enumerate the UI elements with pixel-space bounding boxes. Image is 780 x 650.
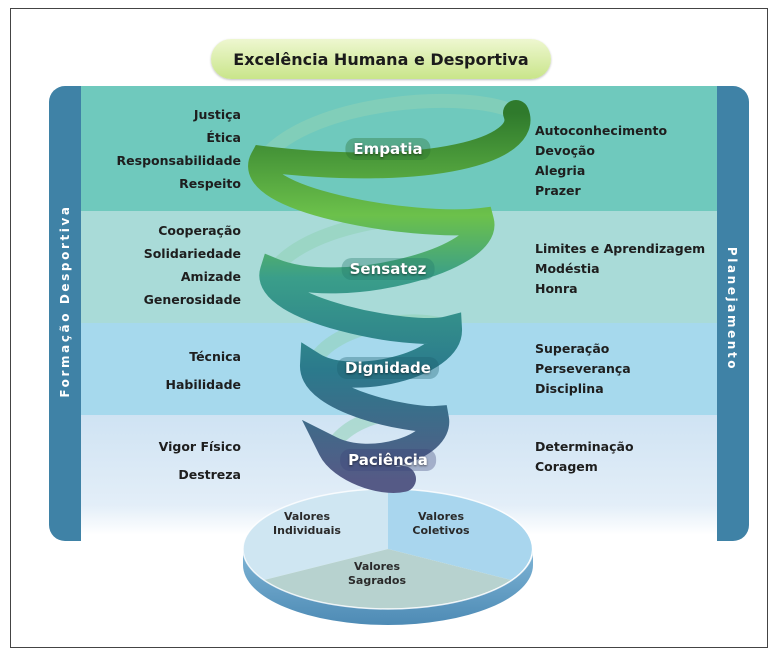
level-name-empatia: Empatia <box>345 138 431 160</box>
value-item: Cooperação <box>158 223 241 238</box>
values-right-empatia: Autoconhecimento Devoção Alegria Prazer <box>535 121 667 201</box>
value-item: Superação <box>535 341 610 356</box>
diagram-frame: Formação Desportiva Planejamento Excelên… <box>10 8 768 648</box>
pie-label-line: Valores <box>353 560 401 573</box>
pie-slice-coletivos <box>388 489 532 580</box>
level-name-dignidade: Dignidade <box>337 357 439 379</box>
title-banner: Excelência Humana e Desportiva <box>211 39 551 79</box>
pie-label-line: Coletivos <box>412 524 470 537</box>
value-item: Justiça <box>193 107 241 122</box>
value-item: Limites e Aprendizagem <box>535 241 706 256</box>
values-right-sensatez: Limites e Aprendizagem Modéstia Honra <box>535 239 705 299</box>
value-item: Responsabilidade <box>116 153 241 168</box>
level-name-paciencia: Paciência <box>340 449 436 471</box>
values-pie <box>242 488 534 625</box>
formacao-side-bar <box>49 86 81 541</box>
pie-label-coletivos: Valores Coletivos <box>412 510 469 538</box>
pie-label-line: Sagrados <box>347 574 407 587</box>
value-item: Amizade <box>180 269 241 284</box>
value-item: Disciplina <box>535 381 604 396</box>
value-item: Ética <box>206 130 241 145</box>
spiral-front <box>248 100 531 493</box>
value-item: Autoconhecimento <box>535 123 668 138</box>
spiral-ribbon <box>248 93 531 493</box>
values-right-dignidade: Superação Perseverança Disciplina <box>535 339 631 399</box>
value-item: Generosidade <box>143 292 241 307</box>
values-left-dignidade: Técnica Habilidade <box>165 343 241 399</box>
value-item: Coragem <box>535 459 598 474</box>
value-item: Solidariedade <box>143 246 241 261</box>
value-item: Honra <box>535 281 578 296</box>
level-name-sensatez: Sensatez <box>341 258 435 280</box>
values-left-paciencia: Vigor Físico Destreza <box>159 433 241 489</box>
value-item: Perseverança <box>535 361 631 376</box>
values-left-sensatez: Cooperação Solidariedade Amizade Generos… <box>144 219 241 311</box>
value-item: Habilidade <box>165 377 241 392</box>
pie-label-sagrados: Valores Sagrados <box>348 560 406 588</box>
value-item: Determinação <box>535 439 634 454</box>
value-item: Vigor Físico <box>158 439 241 454</box>
values-left-empatia: Justiça Ética Responsabilidade Respeito <box>117 103 241 195</box>
value-item: Respeito <box>179 176 241 191</box>
value-item: Prazer <box>535 183 581 198</box>
pie-side <box>243 549 533 625</box>
pie-slice-individuais <box>243 489 388 580</box>
pie-label-line: Valores <box>417 510 465 523</box>
value-item: Técnica <box>189 349 241 364</box>
pie-label-individuais: Valores Individuais <box>273 510 341 538</box>
spiral-diagram <box>242 93 534 625</box>
value-item: Destreza <box>178 467 241 482</box>
planejamento-side-bar <box>717 86 749 541</box>
value-item: Devoção <box>535 143 596 158</box>
pie-slice-sagrados <box>264 549 511 609</box>
value-item: Modéstia <box>535 261 600 276</box>
pie-label-line: Individuais <box>273 524 341 537</box>
value-item: Alegria <box>535 163 586 178</box>
values-right-paciencia: Determinação Coragem <box>535 437 634 477</box>
pie-label-line: Valores <box>283 510 331 523</box>
